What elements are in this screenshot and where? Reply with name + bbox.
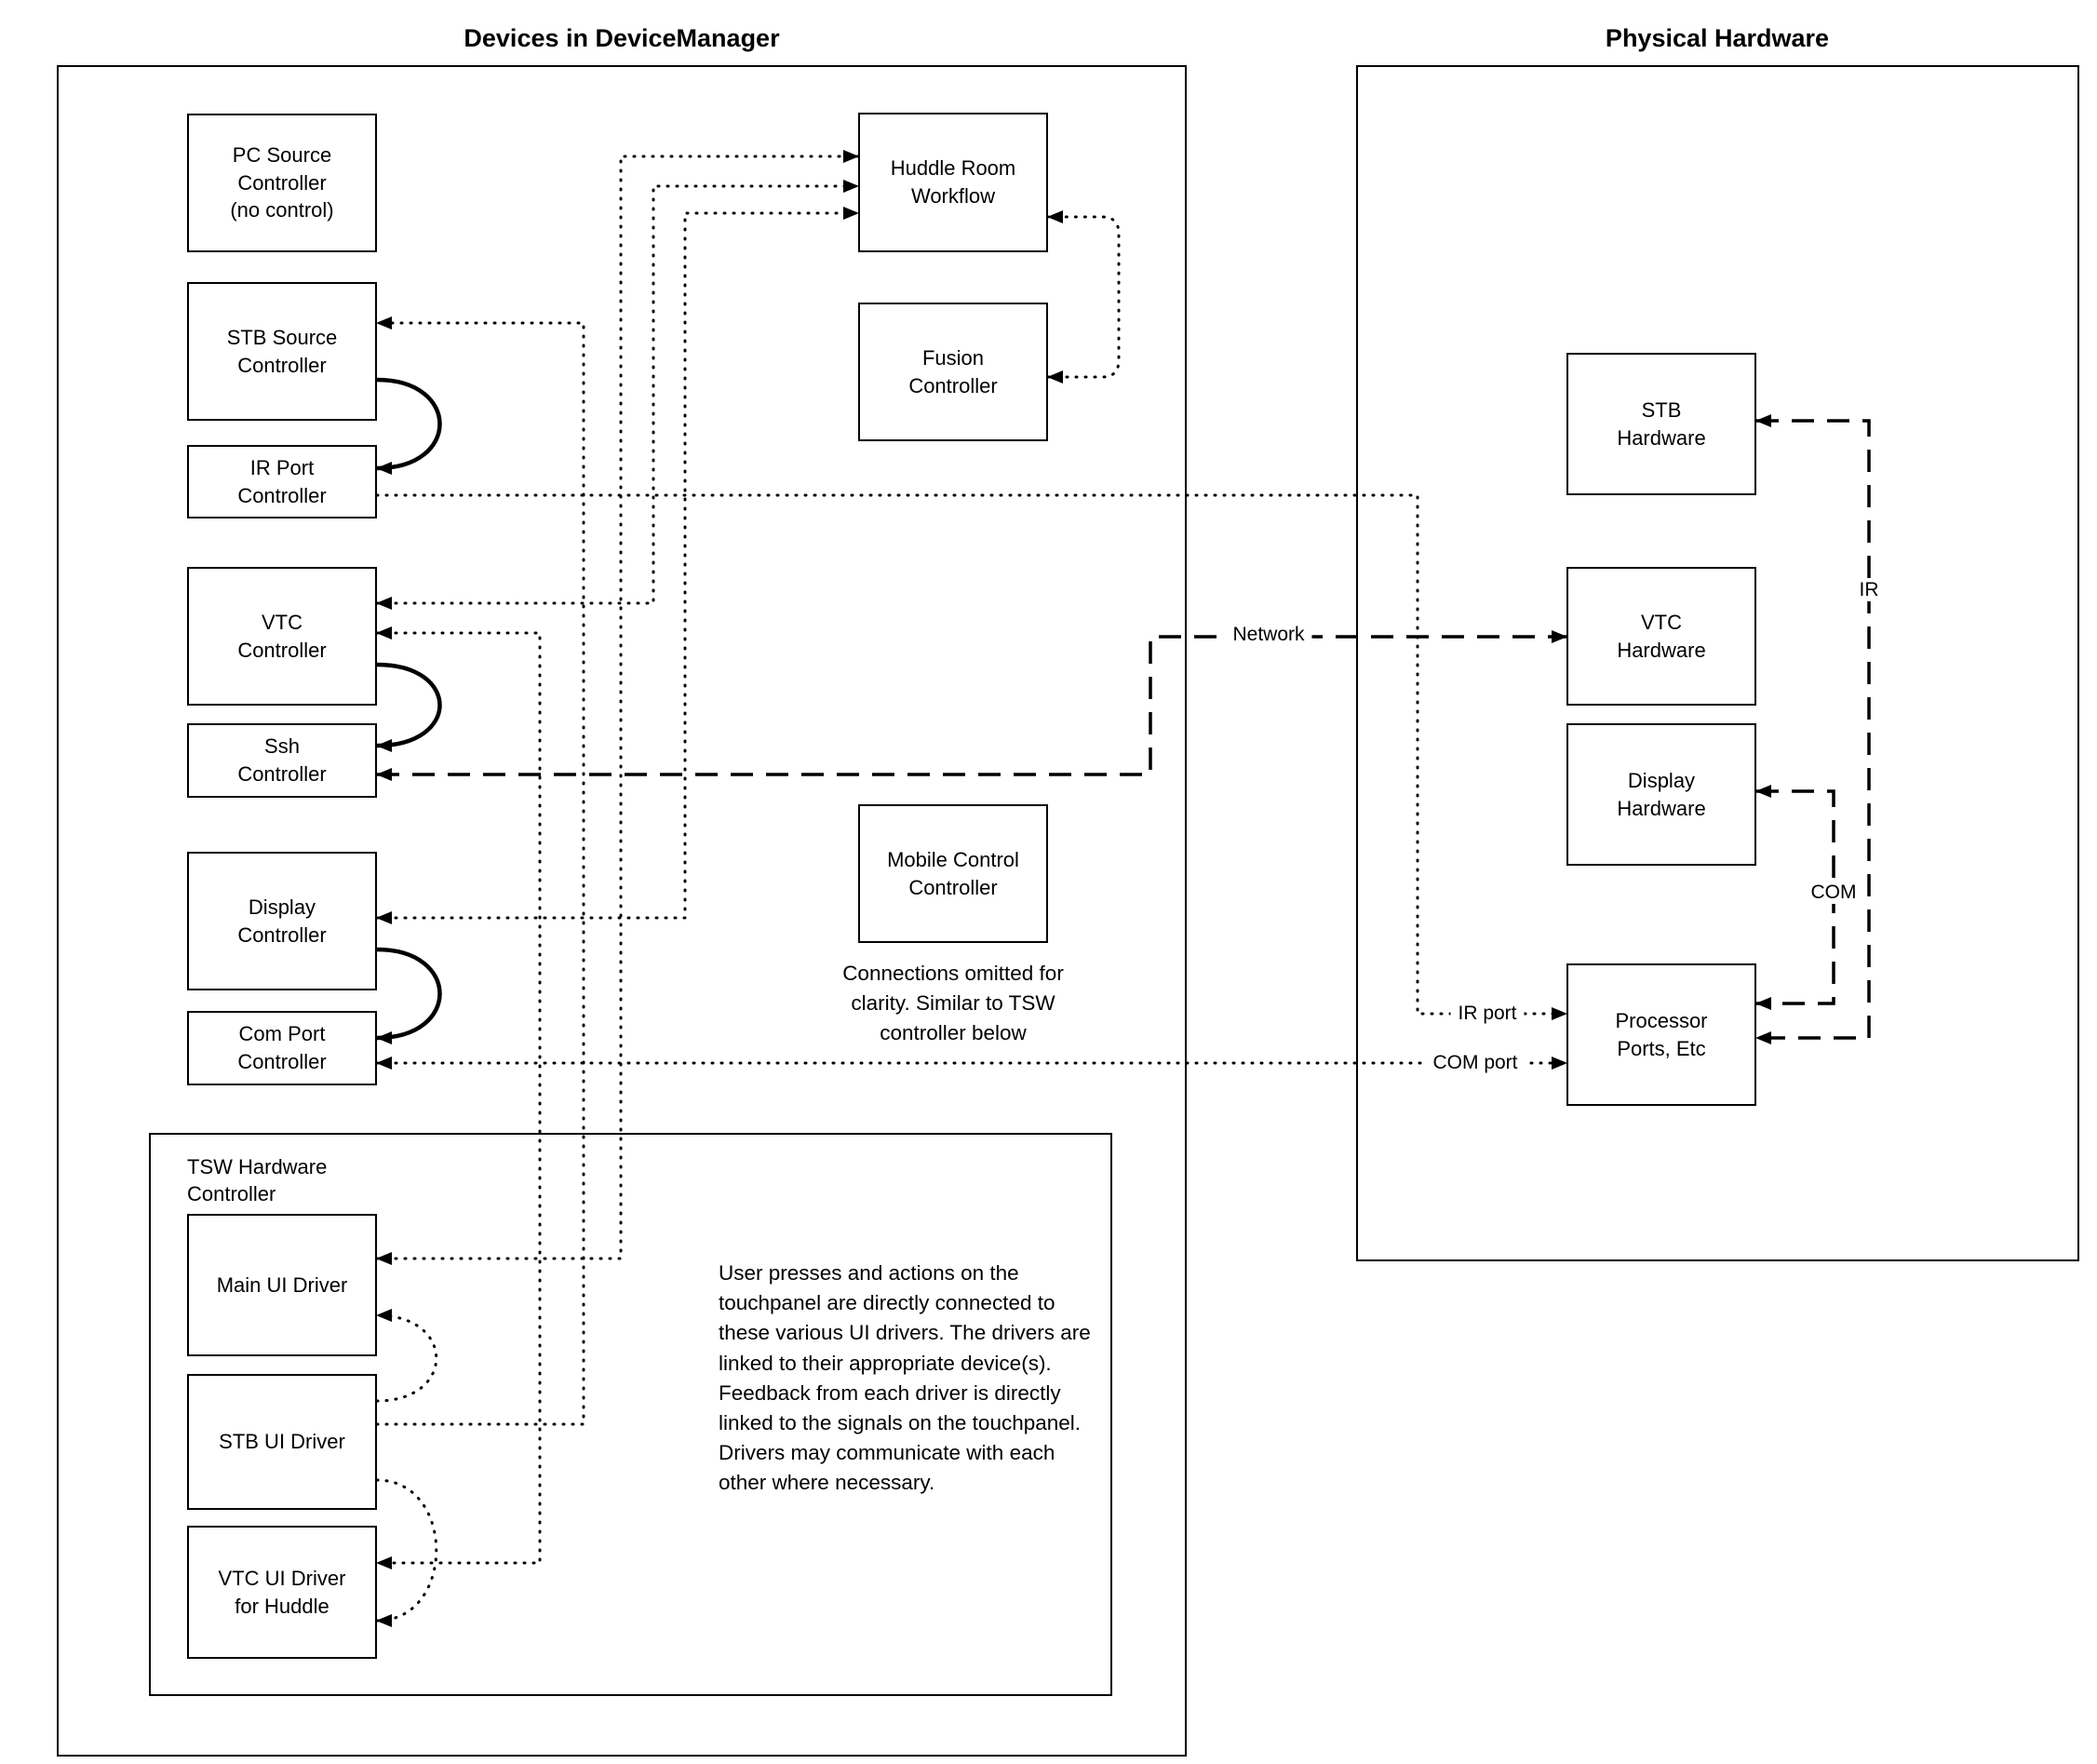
node-display-hardware: Display Hardware xyxy=(1566,723,1756,866)
connector-vtc-controller-vtc-ui xyxy=(375,626,542,1569)
connector-main-ui-huddle xyxy=(375,150,860,1265)
connector-stb-ui-vtc-ui xyxy=(375,1478,438,1627)
connector-stb-source-ir-port xyxy=(376,377,442,475)
node-mobile-control-controller: Mobile Control Controller xyxy=(858,804,1048,943)
connector-vtc-ssh xyxy=(376,662,442,752)
node-ssh-controller: Ssh Controller xyxy=(187,723,377,798)
connector-ir-port-to-processor xyxy=(375,493,1568,1020)
connector-stb-ui-stb-source xyxy=(375,316,585,1426)
node-vtc-hardware: VTC Hardware xyxy=(1566,567,1756,706)
node-fusion-controller: Fusion Controller xyxy=(858,303,1048,441)
tsw-hardware-controller-label: TSW Hardware Controller xyxy=(187,1155,328,1205)
node-stb-hardware: STB Hardware xyxy=(1566,353,1756,495)
node-vtc-controller: VTC Controller xyxy=(187,567,377,706)
mobile-control-note: Connections omitted for clarity. Similar… xyxy=(842,962,1064,1045)
node-processor-ports: Processor Ports, Etc xyxy=(1566,963,1756,1106)
node-pc-source-controller: PC Source Controller (no control) xyxy=(187,114,377,252)
network-line-label: Network xyxy=(1225,624,1312,646)
connector-stb-ui-main-ui xyxy=(375,1309,438,1403)
ir-line-label: IR xyxy=(1851,579,1887,601)
physical-hardware-container xyxy=(1356,65,2079,1261)
node-main-ui-driver: Main UI Driver xyxy=(187,1214,377,1356)
node-vtc-ui-driver: VTC UI Driver for Huddle xyxy=(187,1526,377,1659)
com-port-line-label: COM port xyxy=(1425,1052,1526,1074)
device-manager-title: Devices in DeviceManager xyxy=(464,24,780,52)
connector-ir-processor-stb-hardware xyxy=(1755,414,1871,1044)
device-manager-container xyxy=(57,65,1187,1757)
node-ir-port-controller: IR Port Controller xyxy=(187,445,377,518)
node-display-controller: Display Controller xyxy=(187,852,377,990)
node-com-port-controller: Com Port Controller xyxy=(187,1011,377,1085)
node-huddle-room-workflow: Huddle Room Workflow xyxy=(858,113,1048,252)
physical-hardware-title: Physical Hardware xyxy=(1605,24,1830,52)
ir-port-line-label: IR port xyxy=(1450,1003,1525,1025)
connector-display-com-port xyxy=(376,947,442,1044)
com-line-label: COM xyxy=(1803,882,1864,904)
node-stb-ui-driver: STB UI Driver xyxy=(187,1374,377,1510)
node-stb-source-controller: STB Source Controller xyxy=(187,282,377,421)
tsw-hardware-controller-container xyxy=(149,1133,1112,1696)
tsw-description-note: User presses and actions on the touchpan… xyxy=(719,1261,1091,1495)
